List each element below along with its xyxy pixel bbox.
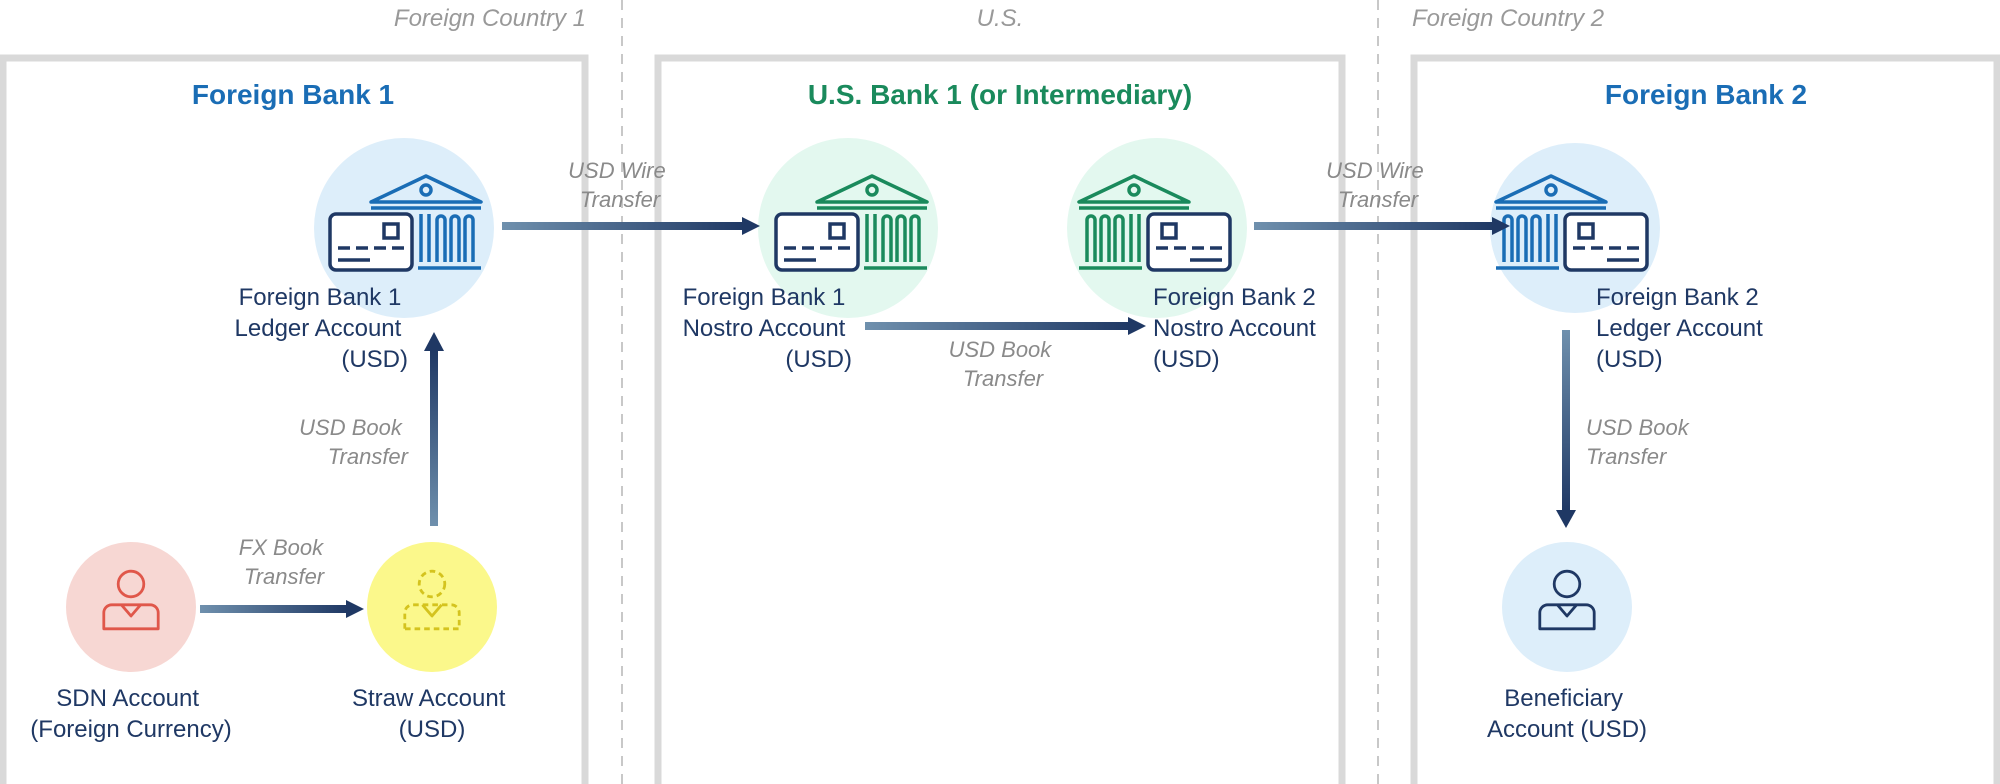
arrow-usd-book-transfer-fb2 — [1556, 330, 1576, 528]
flow-label-usd-book-fb2: USD Book Transfer — [1586, 415, 1695, 469]
region-label-foreign-country-2: Foreign Country 2 — [1412, 5, 1604, 32]
flow-label-fx-book: FX Book Transfer — [239, 535, 330, 589]
region-label-foreign-country-1: Foreign Country 1 — [394, 5, 586, 32]
account-label-beneficiary: Beneficiary Account (USD) — [1487, 685, 1647, 743]
arrow-usd-wire-transfer-2 — [1254, 217, 1510, 235]
region-label-us: U.S. — [977, 5, 1024, 32]
bank-title-us-bank-1: U.S. Bank 1 (or Intermediary) — [808, 79, 1192, 110]
account-label-fb1-nostro: Foreign Bank 1 Nostro Account (USD) — [683, 284, 852, 373]
arrow-fx-book-transfer — [200, 600, 364, 618]
flow-label-usd-wire-1: USD Wire Transfer — [568, 158, 672, 212]
flow-label-usd-wire-2: USD Wire Transfer — [1326, 158, 1430, 212]
account-label-fb2-ledger: Foreign Bank 2 Ledger Account (USD) — [1596, 284, 1769, 373]
bank-title-foreign-bank-1: Foreign Bank 1 — [192, 79, 394, 110]
account-label-sdn: SDN Account (Foreign Currency) — [30, 685, 231, 743]
bank-title-foreign-bank-2: Foreign Bank 2 — [1605, 79, 1807, 110]
flow-label-usd-book-fb1: USD Book Transfer — [299, 415, 410, 469]
arrow-usd-book-transfer-fb1 — [424, 332, 444, 526]
node-circle-straw — [367, 542, 497, 672]
arrow-usd-wire-transfer-1 — [502, 217, 760, 235]
arrow-usd-book-transfer-us — [865, 317, 1146, 335]
node-circle-beneficiary — [1502, 542, 1632, 672]
panel-foreign-bank-2 — [1410, 54, 2000, 784]
account-label-fb2-nostro: Foreign Bank 2 Nostro Account (USD) — [1153, 284, 1322, 373]
account-label-fb1-ledger: Foreign Bank 1 Ledger Account (USD) — [235, 284, 408, 373]
panel-foreign-bank-1 — [0, 54, 589, 784]
panel-us-bank-1 — [654, 54, 1346, 784]
account-label-straw: Straw Account (USD) — [352, 685, 512, 743]
flow-label-usd-book-us: USD Book Transfer — [949, 337, 1058, 391]
node-circle-sdn — [66, 542, 196, 672]
